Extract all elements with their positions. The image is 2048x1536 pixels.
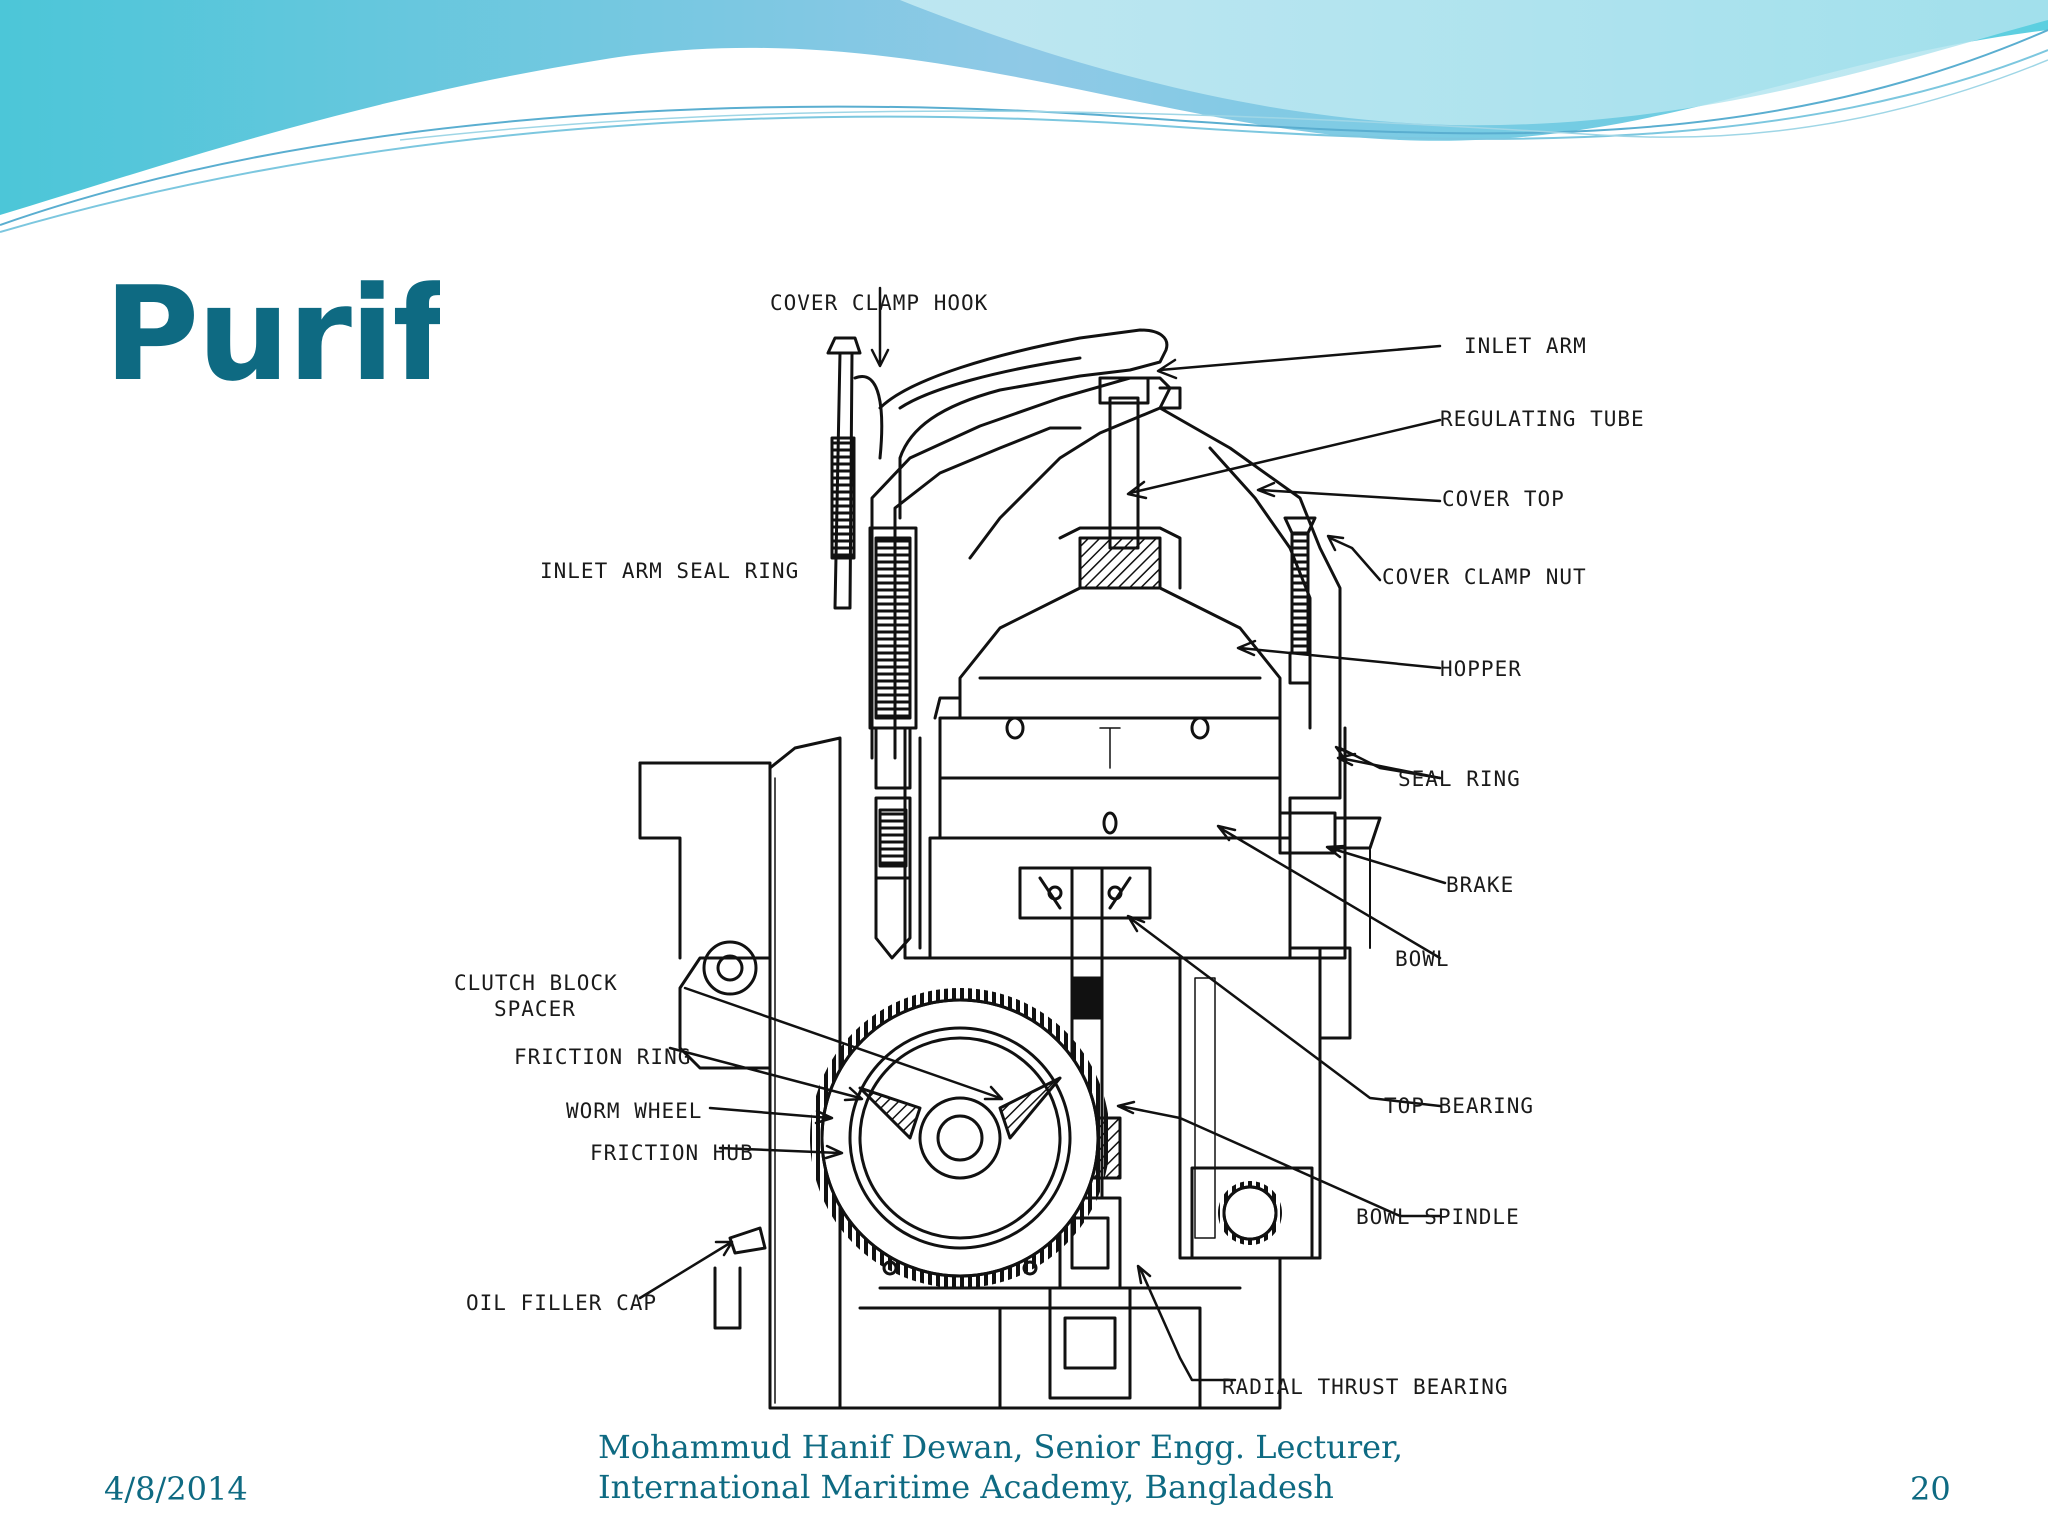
footer-author-line1: Mohammud Hanif Dewan, Senior Engg. Lectu…: [598, 1428, 1404, 1466]
footer-date: 4/8/2014: [104, 1470, 248, 1508]
label-brake: BRAKE: [1446, 873, 1515, 897]
friction-ring: [848, 1026, 1072, 1250]
label-regulating-tube: REGULATING TUBE: [1440, 407, 1645, 431]
footer-author-line2: International Maritime Academy, Banglade…: [598, 1468, 1334, 1506]
friction-hub: [918, 1096, 1002, 1180]
radial-thrust-bearing: [1048, 1286, 1132, 1400]
label-friction-ring: FRICTION RING: [514, 1045, 692, 1069]
purifier-drawing: [638, 286, 1447, 1410]
label-bowl: BOWL: [1395, 947, 1450, 971]
label-oil-filler-cap: OIL FILLER CAP: [466, 1291, 658, 1315]
label-cover-clamp-hook: COVER CLAMP HOOK: [770, 291, 989, 315]
side-bolt: [702, 940, 758, 996]
label-cover-top: COVER TOP: [1442, 487, 1565, 511]
label-bowl-spindle: BOWL SPINDLE: [1356, 1205, 1520, 1229]
label-inlet-arm: INLET ARM: [1464, 334, 1587, 358]
brake: [1278, 811, 1337, 855]
label-friction-hub: FRICTION HUB: [590, 1141, 754, 1165]
label-cover-clamp-nut: COVER CLAMP NUT: [1382, 565, 1587, 589]
cover-outline: [870, 376, 1342, 760]
oil-filler-cap: [728, 1226, 767, 1255]
inlet-arm: [878, 328, 1169, 520]
purifier-cutaway-diagram: COVER CLAMP HOOK INLET ARM REGULATING TU…: [440, 258, 1644, 1428]
label-spacer: SPACER: [494, 997, 576, 1021]
bowl-top: [1058, 526, 1182, 590]
hopper: [958, 586, 1282, 720]
label-radial-thrust-bearing: RADIAL THRUST BEARING: [1222, 1375, 1509, 1399]
top-bearing: [1018, 866, 1152, 920]
header-wave-decoration: [0, 0, 2048, 233]
footer-page-number: 20: [1910, 1470, 1951, 1508]
label-seal-ring: SEAL RING: [1398, 767, 1521, 791]
label-inlet-arm-seal-ring: INLET ARM SEAL RING: [540, 559, 800, 583]
leader-lines: [638, 286, 1447, 1382]
label-worm-wheel: WORM WHEEL: [566, 1099, 703, 1123]
label-top-bearing: TOP BEARING: [1384, 1094, 1535, 1118]
label-hopper: HOPPER: [1440, 657, 1522, 681]
label-clutch-block: CLUTCH BLOCK: [454, 971, 618, 995]
